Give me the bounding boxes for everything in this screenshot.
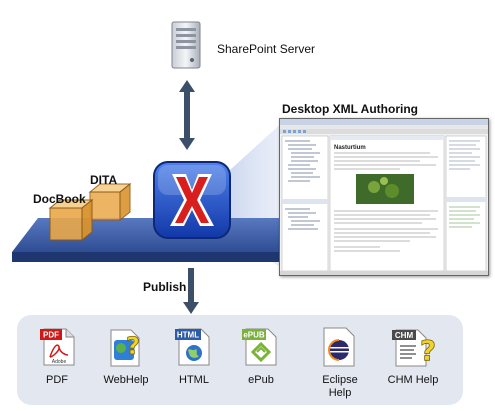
output-label-eclipse-help: Eclipse Help: [322, 374, 358, 399]
output-label-webhelp: WebHelp: [103, 374, 149, 386]
server-icon: [166, 20, 206, 72]
doc-title: Nasturtium: [334, 145, 366, 151]
output-label-epub: ePub: [248, 374, 274, 386]
server-label: SharePoint Server: [217, 42, 316, 56]
webhelp-icon: ?: [105, 324, 147, 368]
svg-text:HTML: HTML: [177, 331, 199, 340]
svg-text:ePUB: ePUB: [243, 331, 265, 340]
publish-label: Publish: [143, 280, 187, 294]
sync-arrow: [179, 80, 195, 150]
publish-arrow: [183, 268, 199, 316]
dita-label: DITA: [90, 173, 118, 187]
eclipse-help-icon: [320, 326, 360, 368]
output-label-pdf: PDF: [46, 374, 68, 386]
output-label-html: HTML: [179, 374, 209, 386]
epub-icon: ePUB: [240, 325, 282, 367]
svg-text:PDF: PDF: [43, 331, 59, 340]
chm-help-icon: CHM ?: [390, 324, 438, 368]
svg-text:CHM: CHM: [395, 331, 414, 340]
authoring-label: Desktop XML Authoring: [282, 102, 418, 116]
oxygen-logo-icon: [152, 160, 232, 240]
pdf-icon: PDF Adobe: [38, 325, 80, 367]
output-panel: [17, 315, 463, 405]
svg-text:?: ?: [420, 334, 436, 367]
output-label-chm-help: CHM Help: [387, 374, 439, 386]
svg-text:?: ?: [126, 332, 140, 360]
editor-screenshot: Nasturtium: [279, 118, 489, 276]
cube-icons: [42, 182, 142, 252]
html-icon: HTML: [173, 325, 215, 367]
svg-text:Adobe: Adobe: [52, 359, 67, 365]
docbook-label: DocBook: [33, 192, 86, 206]
